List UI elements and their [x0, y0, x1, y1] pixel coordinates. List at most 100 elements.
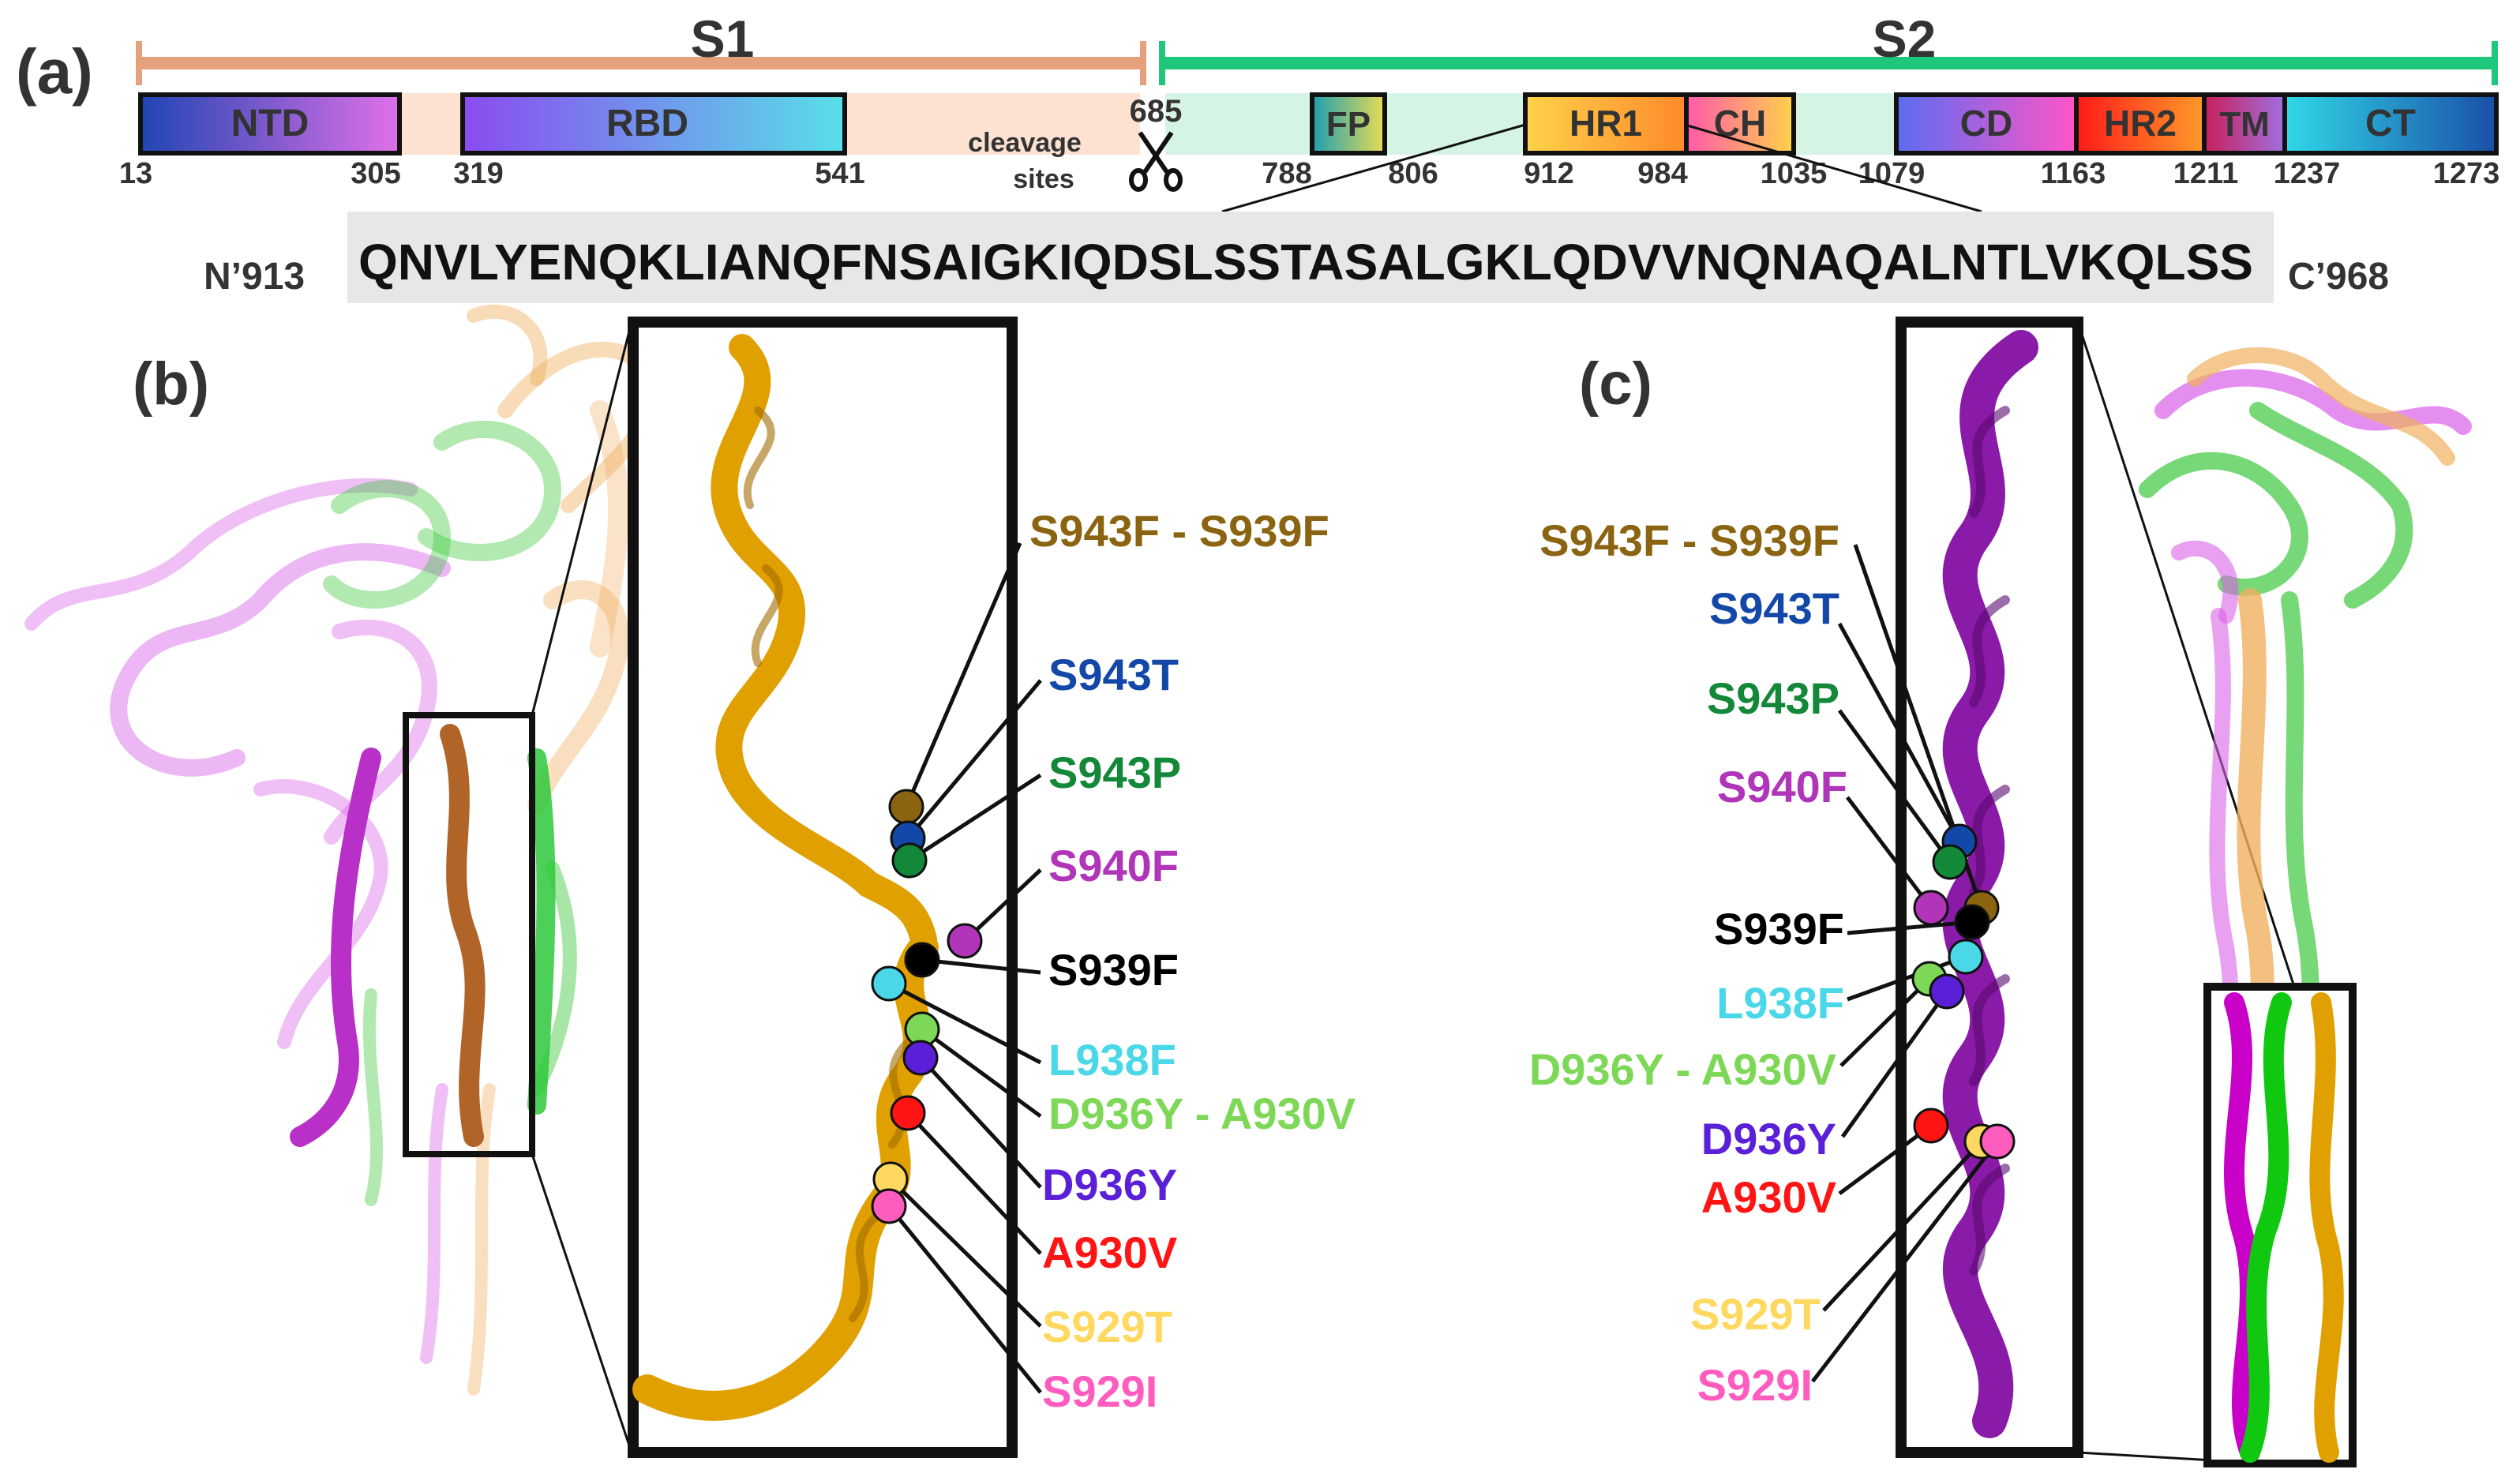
- mutation-dot-m3: [1932, 844, 1968, 880]
- mutation-dot-m4: [1913, 890, 1949, 926]
- domain-hr1-label: HR1: [1569, 103, 1642, 144]
- helix-green-b: [527, 748, 556, 1115]
- panel-c: (c) S943F - S939FS943TS943PS940FS939FL93…: [1529, 317, 2472, 1467]
- domain-hr2-label: HR2: [2104, 103, 2177, 144]
- mutation-label-m8: D936Y: [1701, 1114, 1836, 1164]
- rbd-end-number: 541: [815, 157, 864, 190]
- tm-end-number: 1237: [2274, 157, 2341, 190]
- zoom-line-left: [1221, 123, 1526, 213]
- hr2-end-number: 1211: [2173, 157, 2238, 190]
- domain-ntd-label: NTD: [231, 103, 309, 144]
- selection-box-b: [403, 712, 535, 1157]
- s2-bar-end-tick: [2492, 41, 2498, 85]
- domain-boxes: NTD RBD FP HR1 CH CD HR2 TM CT: [138, 92, 2499, 156]
- mutation-label-m10: S929T: [1690, 1289, 1821, 1339]
- s1-bar-end-tick: [1140, 41, 1146, 85]
- mutation-dot-m6: [871, 965, 907, 1002]
- leader-line-m10: [1822, 1140, 1983, 1312]
- leader-line-m2: [906, 679, 1042, 840]
- s2-label: S2: [1873, 9, 1937, 68]
- zoom-line-b-top: [531, 321, 633, 716]
- mutation-dot-m6: [1948, 939, 1984, 975]
- leader-line-m7: [1839, 977, 1931, 1067]
- sequence-n-terminus: N’913: [204, 256, 305, 298]
- leader-line-m10: [889, 1178, 1042, 1328]
- mutation-label-m5: S939F: [1048, 945, 1179, 995]
- mutation-label-m1: S943F - S939F: [1029, 506, 1329, 556]
- mutation-label-m3: S943P: [1048, 748, 1181, 797]
- cleavage-position: 685: [1130, 94, 1183, 129]
- domain-ntd-box: [138, 92, 402, 156]
- leader-line-m5: [1847, 920, 1973, 935]
- domain-rbd-label: RBD: [606, 103, 688, 144]
- helix-bundle-c: [2224, 992, 2344, 1463]
- mutation-label-m9: A930V: [1701, 1172, 1836, 1222]
- zoom-line-b-bottom: [531, 1153, 633, 1453]
- mutation-dot-m11: [871, 1188, 907, 1224]
- s1-label: S1: [691, 9, 755, 68]
- hr1-end-number: 984: [1637, 157, 1687, 190]
- mutation-dot-m5: [1954, 904, 1990, 940]
- domain-ch-label: CH: [1714, 103, 1766, 144]
- mutation-label-m10: S929T: [1042, 1302, 1172, 1351]
- domain-fp-label: FP: [1326, 105, 1371, 144]
- mutation-label-m3: S943P: [1707, 673, 1839, 723]
- mutation-label-m4: S940F: [1717, 762, 1847, 811]
- cd-end-number: 1163: [2041, 157, 2106, 190]
- mutation-dot-m5: [904, 942, 940, 978]
- ntd-start-number: 13: [119, 157, 152, 190]
- domain-cd-label: CD: [1960, 103, 2012, 144]
- domain-ct-label: CT: [2365, 103, 2416, 144]
- leader-line-m9: [906, 1111, 1042, 1255]
- sequence-box: [347, 212, 2274, 303]
- mutation-annotations-c: S943F - S939FS943TS943PS940FS939FL938FD9…: [1529, 515, 2016, 1410]
- fp-start-number: 788: [1262, 157, 1311, 190]
- mutation-label-m11: S929I: [1697, 1360, 1813, 1410]
- zoom-box-b: [628, 317, 1018, 1458]
- leader-line-m11: [1811, 1140, 1999, 1383]
- mutation-dot-m3: [891, 842, 928, 879]
- leader-line-m5: [921, 958, 1041, 975]
- panel-c-label: (c): [1579, 350, 1652, 418]
- leader-line-m3: [1837, 709, 1952, 864]
- mutation-label-m6: L938F: [1048, 1035, 1176, 1085]
- domain-tm-box: [2202, 92, 2287, 156]
- mutation-label-m8: D936Y: [1042, 1160, 1177, 1209]
- cleavage-label-line1: cleavage: [968, 128, 1082, 158]
- mutation-dot-m1: [888, 789, 924, 825]
- leader-line-m7: [921, 1027, 1042, 1119]
- panel-a: (a) S1 S2 NTD RBD FP HR1 CH CD H: [16, 9, 2499, 303]
- mutation-dot-m4: [947, 923, 983, 959]
- leader-line-m4: [1846, 796, 1933, 909]
- mutation-dot-m9: [1913, 1108, 1949, 1144]
- mutation-label-m1: S943F - S939F: [1539, 515, 1839, 565]
- mutation-label-m5: S939F: [1714, 904, 1844, 954]
- leader-line-m9: [1838, 1123, 1933, 1196]
- s1-bar: [136, 57, 1146, 69]
- scissors-icon: [1129, 131, 1183, 192]
- rbd-start-number: 319: [453, 157, 503, 190]
- mutation-label-m7: D936Y - A930V: [1529, 1044, 1836, 1094]
- leader-line-m6: [887, 981, 1042, 1065]
- mutation-label-m9: A930V: [1042, 1228, 1177, 1277]
- mutation-label-m11: S929I: [1042, 1366, 1157, 1416]
- domain-rbd-box: [460, 92, 847, 156]
- mutation-label-m4: S940F: [1048, 841, 1179, 890]
- panel-a-label: (a): [16, 36, 93, 107]
- helix-brown-b: [440, 724, 486, 1147]
- domain-ct-box: [2282, 92, 2499, 156]
- sequence-residues: QNVLYENQKLIANQFNSAIGKIQDSLSSTASALGKLQDVV…: [358, 234, 2253, 290]
- mutation-label-m2: S943T: [1709, 583, 1839, 633]
- panel-b: (b) S943F - S939FS943TS943PS940FS939FL93…: [24, 304, 1356, 1458]
- mutation-label-m2: S943T: [1048, 650, 1179, 699]
- leader-line-m8: [919, 1056, 1042, 1189]
- zoom-line-right: [1684, 123, 1982, 213]
- domain-fp-box: [1310, 92, 1387, 156]
- leader-line-m6: [1847, 954, 1967, 1002]
- sequence-c-terminus: C’968: [2288, 256, 2389, 298]
- ct-end-number: 1273: [2433, 157, 2500, 190]
- hr1-start-number: 912: [1524, 157, 1573, 190]
- s2-bar-start-tick: [1159, 41, 1165, 85]
- mutation-dot-m11: [1979, 1123, 2016, 1160]
